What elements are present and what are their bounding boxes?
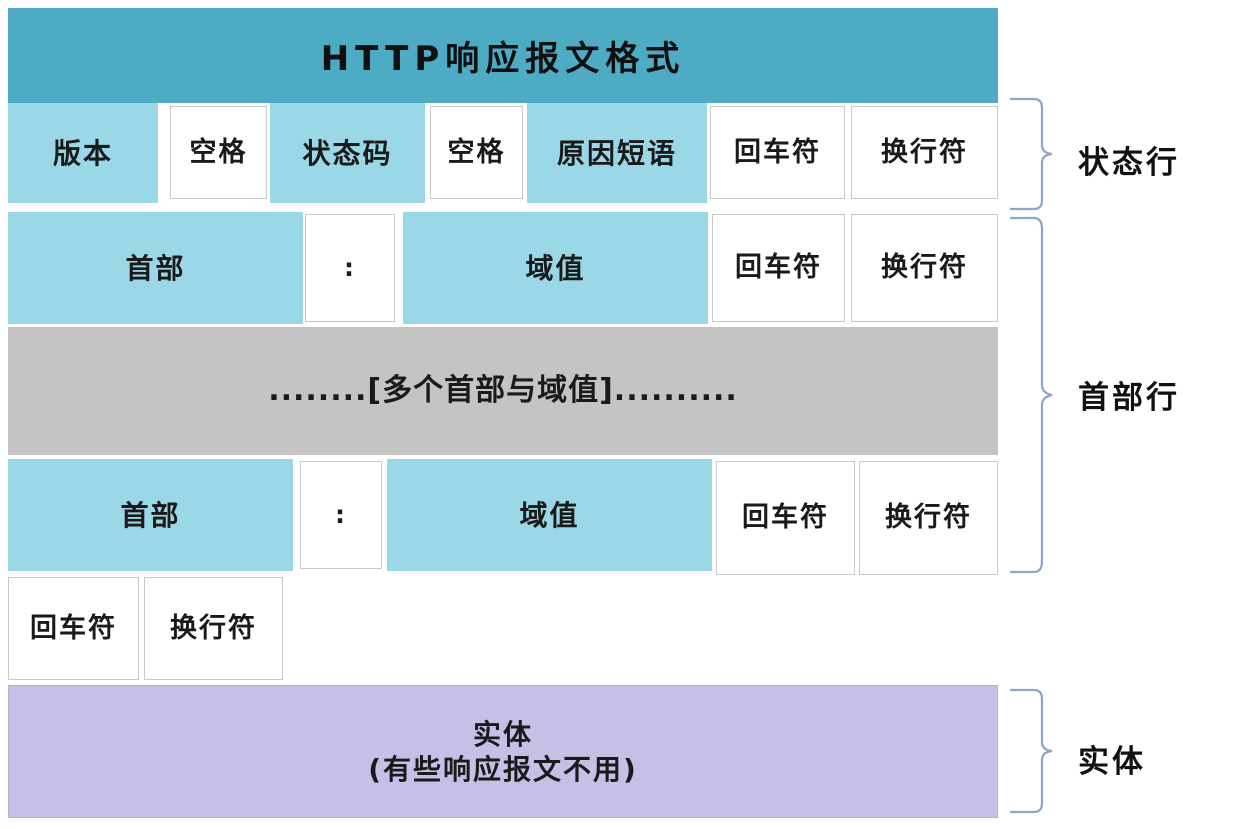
brace-status-line-icon: [1010, 97, 1053, 211]
blank-line-cell-cr: 回车符: [8, 577, 139, 680]
header-line-2-cell-value: 域值: [387, 459, 712, 571]
header-line-1-cell-cr: 回车符: [712, 214, 845, 322]
status-line-cell-space-2: 空格: [430, 106, 523, 199]
brace-label-status-line: 状态行: [1078, 145, 1180, 181]
header-line-2-cell-name: 首部: [8, 459, 293, 571]
status-line-cell-lf: 换行符: [851, 106, 998, 199]
brace-label-header-lines: 首部行: [1078, 380, 1180, 416]
status-line-cell-version: 版本: [8, 103, 158, 203]
header-line-1-cell-value: 域值: [403, 212, 708, 324]
brace-entity-icon: [1010, 688, 1053, 814]
entity-block: 实体 (有些响应报文不用): [8, 685, 998, 818]
header-line-1-cell-colon: :: [305, 214, 395, 322]
status-line-cell-reason-phrase: 原因短语: [527, 103, 707, 203]
status-line-cell-status-code: 状态码: [270, 103, 425, 203]
brace-label-entity: 实体: [1078, 744, 1146, 780]
diagram-title-banner: HTTP响应报文格式: [8, 8, 998, 103]
entity-label-primary: 实体: [472, 717, 533, 751]
blank-line-cell-lf: 换行符: [144, 577, 283, 680]
header-line-2-cell-colon: :: [300, 461, 382, 569]
header-line-2-cell-cr: 回车符: [716, 461, 855, 575]
status-line-cell-space-1: 空格: [170, 106, 267, 199]
status-line-cell-cr: 回车符: [710, 106, 845, 199]
header-line-2-cell-lf: 换行符: [859, 461, 998, 575]
ellipsis-row-label: ........[多个首部与域值]..........: [8, 327, 998, 455]
entity-label-secondary: (有些响应报文不用): [368, 752, 638, 786]
brace-header-lines-icon: [1010, 216, 1053, 574]
header-line-1-cell-name: 首部: [8, 212, 303, 324]
header-line-1-cell-lf: 换行符: [851, 214, 998, 322]
